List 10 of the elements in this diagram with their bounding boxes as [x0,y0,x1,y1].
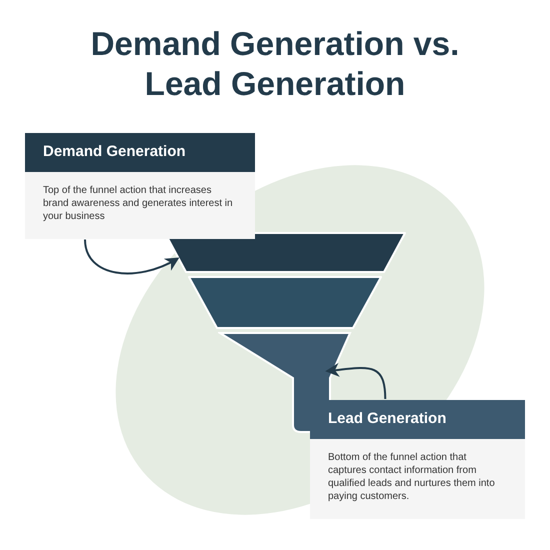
card-heading: Lead Generation [310,400,525,438]
card-heading: Demand Generation [25,133,255,172]
curved-arrow [84,239,180,274]
funnel-middle-section [187,275,383,330]
info-card [25,133,255,238]
card-text: Top of the funnel action that increases brand awareness and generates interest in your business [42,184,234,224]
title: Demand Generation vs. Lead Generation [90,24,460,104]
card-text: Bottom of the funnel action that captures contact information from qualified leads and nurtures them into paying customers. [327,450,496,504]
info-card [310,400,525,518]
curved-arrow [325,362,386,400]
